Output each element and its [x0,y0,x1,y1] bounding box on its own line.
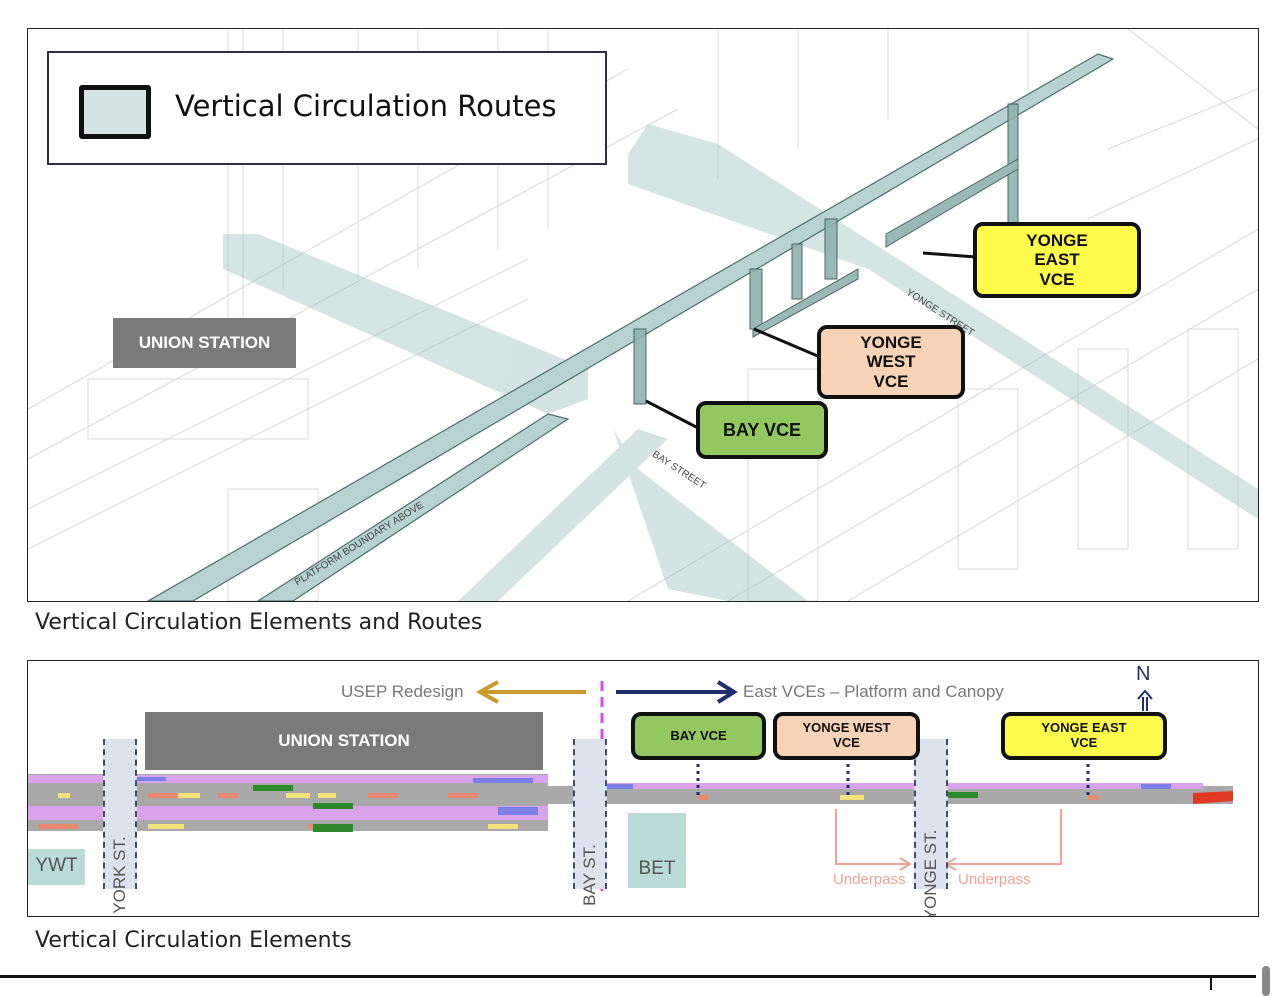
bay-street-label: BAY ST. [580,844,599,906]
vce-structures [633,103,1019,405]
scrollbar-thumb[interactable] [1262,966,1270,996]
page-divider [0,975,1256,978]
underpass-arrows [835,809,1062,871]
underpass-label-west: Underpass [833,871,906,888]
union-station-plan-label: UNION STATION [145,712,543,770]
north-label: N [1136,663,1151,685]
usep-arrow [475,680,586,704]
legend-label: Vertical Circulation Routes [175,89,557,123]
york-street-label: YORK ST. [110,836,129,914]
ywt-tunnel: YWT [28,849,85,885]
bay-street-marker: BAY ST. [573,739,607,906]
callout-leaders [645,251,977,431]
bet-tunnel: BET [628,813,686,888]
union-station-label: UNION STATION [113,318,296,368]
vertical-circulation-routes [223,124,1258,601]
route-bay-street [458,429,668,601]
plan-vce-line: YONGE WEST [802,720,891,736]
table-edge [1210,975,1212,990]
east-vces-label: East VCEs – Platform and Canopy [743,682,1004,701]
legend-swatch [79,85,151,139]
callout-yonge-east-vce: YONGE EAST VCE [973,222,1141,298]
callout-yonge-west-vce: YONGE WEST VCE [817,325,965,399]
yonge-street-marker: YONGE ST. [914,739,948,916]
north-arrow-icon [1137,689,1153,711]
figure-vce-plan: USEP Redesign East VCEs – Platform and C… [27,660,1259,917]
route-west [223,234,588,414]
plan-vce-line: YONGE EAST [1041,720,1127,736]
plan-bay-vce-label: BAY VCE [670,727,727,743]
callout-bay-vce: BAY VCE [696,401,828,459]
platform-concourse [146,53,1115,601]
plan-yonge-west-vce: YONGE WEST VCE [773,712,920,760]
plan-bay-vce: BAY VCE [631,712,766,760]
map-legend: Vertical Circulation Routes [47,51,607,165]
york-street-marker: YORK ST. [103,739,137,914]
plan-vce-line: VCE [833,735,860,750]
callout-line: YONGE [1026,231,1088,251]
callout-bay-vce-label: BAY VCE [722,419,802,440]
yonge-street-label: YONGE ST. [921,829,940,917]
route-bay-street-lower [613,429,808,601]
platform-elements [38,785,1098,832]
isometric-map-drawing [28,29,1258,601]
route-yonge-street [628,124,1258,519]
underpass-label-east: Underpass [958,871,1031,888]
figure-caption-routes: Vertical Circulation Elements and Routes [35,610,483,635]
plan-yonge-east-vce: YONGE EAST VCE [1001,712,1167,760]
figure-vce-routes: Vertical Circulation Routes UNION STATIO… [27,28,1259,602]
callout-line: VCE [1039,269,1075,289]
callout-line: YONGE [860,333,922,353]
callout-line: WEST [866,352,916,372]
plan-vce-line: VCE [1070,735,1098,750]
east-arrow [616,680,738,704]
callout-line: VCE [873,371,909,391]
usep-redesign-label: USEP Redesign [341,682,464,701]
callout-line: EAST [1034,250,1080,270]
figure-caption-elements: Vertical Circulation Elements [35,928,352,953]
